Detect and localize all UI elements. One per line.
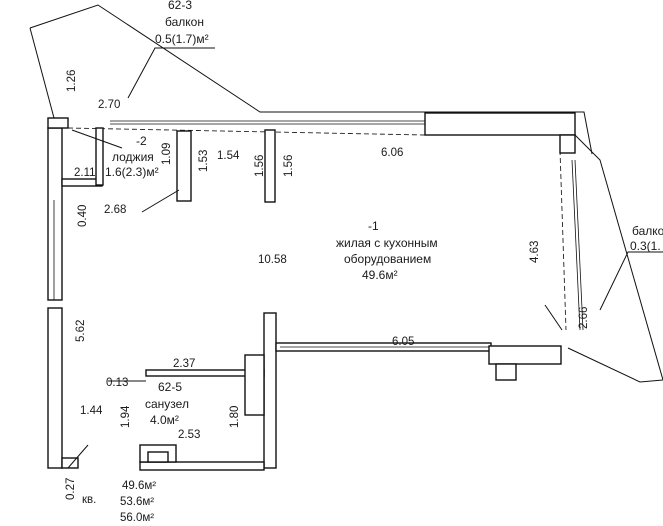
dim-2-70: 2.70 xyxy=(98,99,120,111)
dim-6-06: 6.06 xyxy=(381,147,403,159)
dashed-boundary-right xyxy=(559,149,567,331)
dashed-boundary-top xyxy=(67,127,426,136)
living-name-1: жилая с кухонным xyxy=(336,236,438,250)
leader-door xyxy=(544,304,563,331)
balcony-right-area: 0.3(1. xyxy=(630,239,661,253)
dim-2-53: 2.53 xyxy=(178,429,200,441)
loggia-area: 1.6(2.3)м² xyxy=(105,165,159,179)
balcony-top-code: 62-3 xyxy=(168,0,192,12)
wall-partition-2 xyxy=(264,129,276,203)
bathroom-code: 62-5 xyxy=(158,380,182,394)
living-code: -1 xyxy=(368,219,379,233)
dim-2-66: 2.66 xyxy=(578,307,590,329)
leader-2-68 xyxy=(141,189,180,213)
loggia-code: -2 xyxy=(136,134,147,148)
dim-10-58: 10.58 xyxy=(258,254,287,266)
balcony-top-name: балкон xyxy=(165,15,204,29)
dim-5-62: 5.62 xyxy=(75,320,87,342)
leader-balcony-right xyxy=(599,251,663,311)
dim-1-54: 1.54 xyxy=(217,150,240,162)
balcony-right-outline xyxy=(567,134,663,383)
balcony-top-inner-line xyxy=(29,27,55,119)
summary-area-living: 49.6м² xyxy=(122,480,156,492)
leader-0-27 xyxy=(67,444,89,469)
balcony-right-name: балко xyxy=(632,224,663,238)
living-area: 49.6м² xyxy=(362,268,398,282)
dim-1-26: 1.26 xyxy=(66,70,78,92)
wall-left-upper xyxy=(47,127,63,301)
dim-1-94: 1.94 xyxy=(120,405,132,428)
balcony-top-area: 0.5(1.7)м² xyxy=(155,32,209,46)
dim-2-11: 2.11 xyxy=(74,167,96,179)
wall-left-lower xyxy=(47,307,63,469)
dim-1-56-a: 1.56 xyxy=(254,155,266,177)
summary-label: кв. xyxy=(82,494,96,506)
wall-left-top-cap xyxy=(47,117,69,129)
loggia-name: лоджия xyxy=(112,150,154,164)
leader-loggia xyxy=(71,129,123,149)
dim-0-27: 0.27 xyxy=(65,478,77,500)
wall-bath-bottom xyxy=(139,461,265,471)
wall-entrance-cap xyxy=(61,457,79,469)
wall-bath-shaft-inner xyxy=(147,451,169,463)
bathroom-area: 4.0м² xyxy=(150,413,179,427)
wall-middle-right-block xyxy=(488,345,562,365)
dim-1-80: 1.80 xyxy=(229,406,241,428)
dim-1-56-b: 1.56 xyxy=(283,155,295,177)
dim-1-44: 1.44 xyxy=(80,405,103,417)
wall-center-vertical xyxy=(263,312,277,469)
balcony-top-outline xyxy=(29,4,593,155)
wall-top-right-corner xyxy=(559,134,576,154)
wall-bath-right-block xyxy=(244,354,265,416)
wall-loggia-short xyxy=(95,127,104,186)
right-window-line-2 xyxy=(574,159,584,331)
summary-area-total: 53.6м² xyxy=(120,496,154,508)
dim-1-53: 1.53 xyxy=(198,150,210,172)
dim-2-68: 2.68 xyxy=(104,204,126,216)
dim-0-13: 0.13 xyxy=(106,377,128,389)
dim-0-40: 0.40 xyxy=(77,205,89,227)
wall-middle-right-step xyxy=(495,363,517,381)
dim-1-09: 1.09 xyxy=(161,143,173,165)
living-name-2: оборудованием xyxy=(344,252,431,266)
right-window-line xyxy=(571,159,581,331)
summary-area-total-outdoor: 56.0м² xyxy=(120,512,154,524)
dim-2-37: 2.37 xyxy=(173,358,195,370)
wall-top-right xyxy=(424,112,576,136)
wall-partition-1 xyxy=(176,130,192,202)
dim-6-05: 6.05 xyxy=(392,336,414,348)
bathroom-name: санузел xyxy=(145,397,189,411)
leader-balcony-top xyxy=(127,47,215,99)
dim-4-63: 4.63 xyxy=(529,241,541,263)
